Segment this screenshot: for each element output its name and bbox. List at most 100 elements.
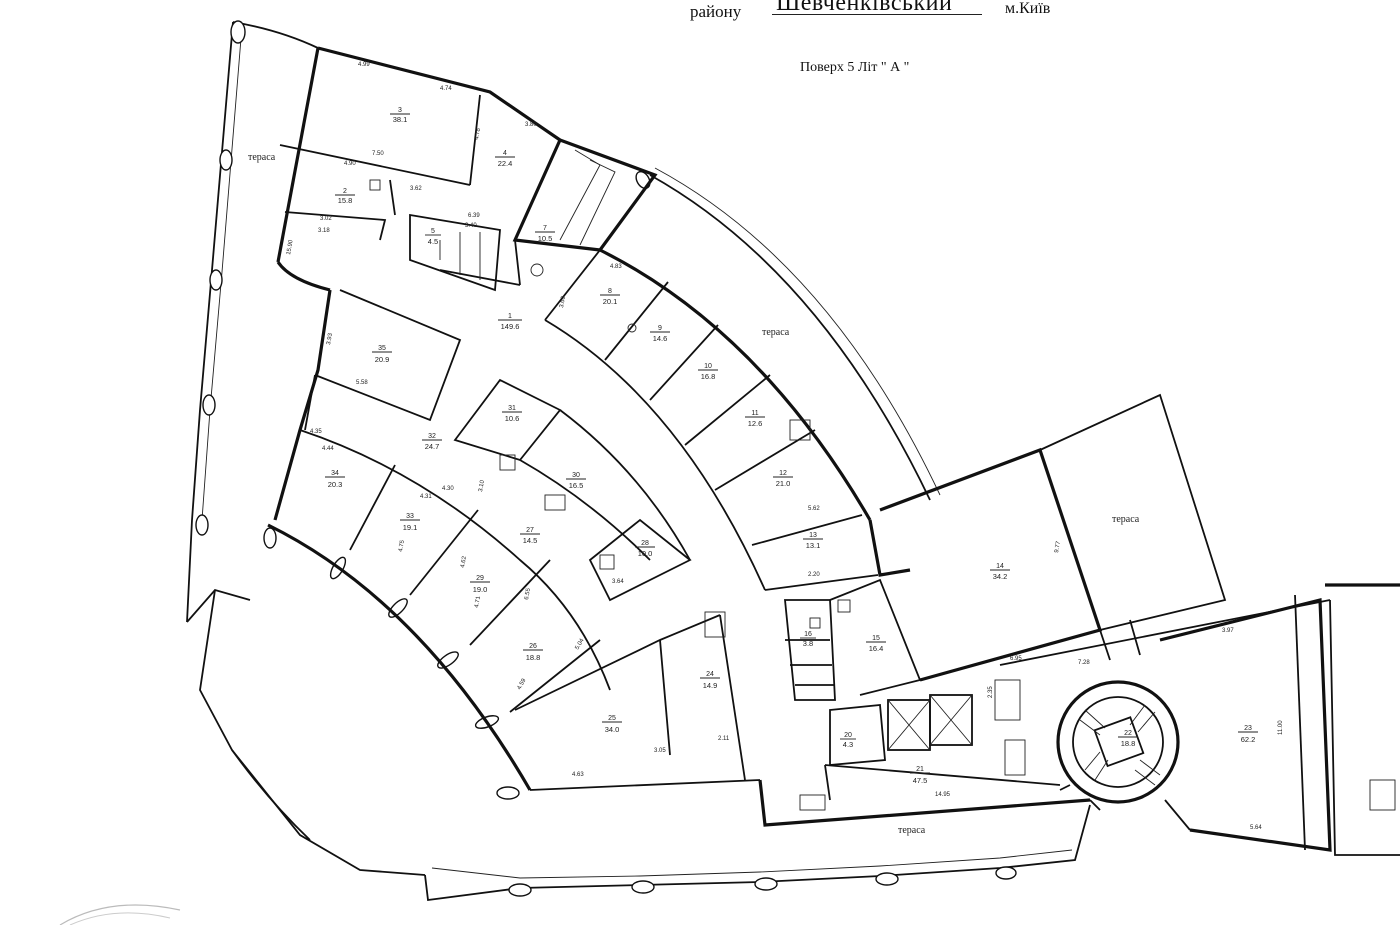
svg-text:10: 10	[704, 363, 712, 370]
dimension-label: 7.50	[372, 151, 384, 157]
dimension-label: 4.44	[322, 446, 334, 452]
dimension-label: 4.31	[420, 494, 432, 500]
header-district-prefix: району	[690, 2, 742, 21]
svg-text:22.4: 22.4	[498, 159, 513, 168]
svg-text:20: 20	[844, 732, 852, 739]
dimension-label: 6.39	[468, 213, 480, 219]
terrace-label: тераса	[762, 327, 790, 338]
svg-text:9: 9	[658, 325, 662, 332]
dimension-label: 14.95	[935, 792, 951, 798]
svg-text:15.8: 15.8	[338, 196, 353, 205]
dimension-label: 11.00	[1278, 720, 1284, 735]
dimension-label: 4.63	[572, 772, 584, 778]
svg-text:15: 15	[872, 635, 880, 642]
svg-text:10.5: 10.5	[538, 234, 553, 243]
svg-text:149.6: 149.6	[501, 322, 520, 331]
svg-text:3: 3	[398, 107, 402, 114]
svg-text:1: 1	[508, 313, 512, 320]
header-district-underline	[772, 14, 982, 15]
dimension-label: 4.74	[440, 86, 452, 92]
svg-text:14: 14	[996, 563, 1004, 570]
svg-text:27: 27	[526, 527, 534, 534]
stamp-mark	[59, 904, 181, 925]
dimension-label: 6.95	[1010, 656, 1022, 662]
svg-text:20.9: 20.9	[375, 355, 390, 364]
svg-text:4.5: 4.5	[428, 237, 438, 246]
dimension-label: 2.20	[808, 572, 820, 578]
svg-text:14.9: 14.9	[703, 681, 718, 690]
terrace-label: тераса	[1112, 514, 1140, 525]
room-label: 204.3	[840, 732, 856, 749]
svg-text:28: 28	[641, 540, 649, 547]
room-label: 820.1	[600, 288, 620, 306]
svg-text:22: 22	[1124, 730, 1132, 737]
svg-text:23: 23	[1244, 725, 1252, 732]
dimension-label: 3.60	[559, 295, 567, 308]
svg-text:11: 11	[751, 410, 758, 417]
dimension-label: 3.64	[612, 579, 624, 585]
svg-text:26: 26	[529, 643, 537, 650]
svg-text:18.8: 18.8	[1121, 739, 1136, 748]
floor-label: Поверх 5 Літ " А "	[800, 60, 910, 75]
svg-text:10.6: 10.6	[505, 414, 520, 423]
room-label: 27 14.5	[520, 527, 540, 545]
dimension-label: 4.90	[344, 161, 356, 167]
svg-text:18.8: 18.8	[526, 653, 541, 662]
svg-text:21.0: 21.0	[776, 479, 791, 488]
dimension-label: 4.35	[310, 429, 322, 435]
svg-text:13.1: 13.1	[806, 541, 821, 550]
svg-text:16: 16	[804, 631, 812, 638]
svg-text:12.6: 12.6	[748, 419, 763, 428]
room-label: 26 18.8	[523, 643, 543, 662]
svg-text:33: 33	[406, 513, 414, 520]
svg-text:14.6: 14.6	[653, 334, 668, 343]
svg-text:14.5: 14.5	[523, 536, 538, 545]
building-walls	[267, 46, 1400, 856]
dimension-label: 3.62	[410, 186, 422, 192]
svg-text:24.7: 24.7	[425, 442, 440, 451]
dimension-label: 3.18	[318, 228, 330, 234]
svg-text:2: 2	[343, 188, 347, 195]
room-label: 422.4	[495, 150, 515, 168]
dimension-label: 2.11	[718, 736, 730, 742]
columns	[195, 20, 1017, 897]
room-label: 914.6	[650, 325, 670, 343]
dimension-label: 4.30	[442, 486, 454, 492]
room-label: 215.8	[335, 188, 355, 205]
dimension-label: 5.04	[575, 637, 586, 651]
svg-text:8: 8	[608, 288, 612, 295]
svg-text:19.0: 19.0	[473, 585, 488, 594]
dimension-label: 4.99	[358, 62, 370, 68]
room-label: 338.1	[390, 107, 410, 124]
svg-text:30: 30	[572, 472, 580, 479]
svg-text:20.3: 20.3	[328, 480, 343, 489]
dimension-labels: 4.99 4.74 3.80 4.78 7.50 4.90 3.62 3.02 …	[286, 62, 1284, 831]
room-label: 54.5	[425, 228, 441, 246]
dimension-label: 3.05	[654, 748, 666, 754]
dimension-label: 6.55	[524, 587, 532, 600]
room-label: 32 24.7	[422, 433, 442, 451]
svg-text:21: 21	[916, 766, 924, 773]
svg-text:24: 24	[706, 671, 714, 678]
terrace-label: тераса	[898, 825, 926, 836]
dimension-label: 5.58	[356, 380, 368, 386]
dimension-label: 3.10	[478, 479, 486, 492]
terrace-labels: тераса тераса тераса тераса	[248, 152, 1140, 836]
dimension-label: 5.64	[1250, 825, 1262, 831]
svg-text:10.0: 10.0	[638, 549, 653, 558]
svg-text:4: 4	[503, 150, 507, 157]
dimension-label: 3.93	[326, 332, 334, 345]
svg-text:32: 32	[428, 433, 436, 440]
dimension-label: 2.35	[988, 686, 994, 698]
